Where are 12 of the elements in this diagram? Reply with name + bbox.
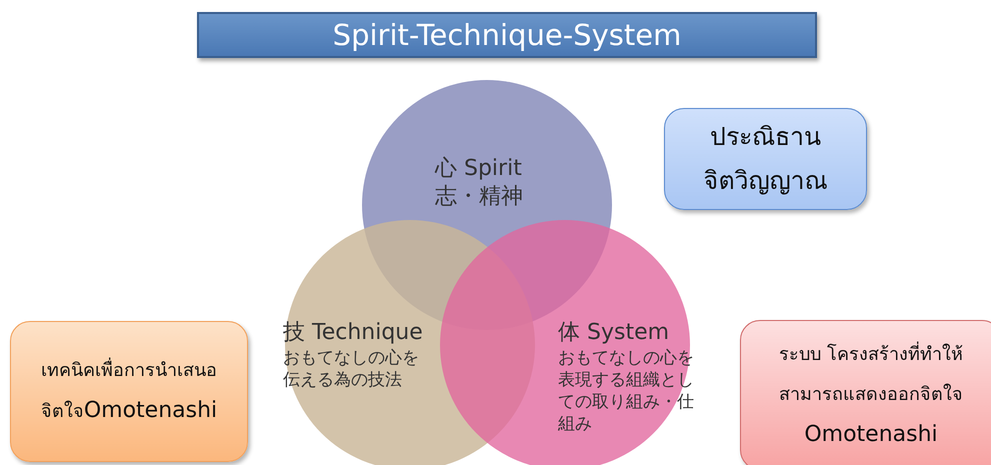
text-box <box>664 108 867 210</box>
circle-heading: 心 Spirit <box>435 155 522 183</box>
circle-text: おもてなしの心を伝える為の技法 <box>283 347 420 391</box>
box-text: ประณิธาน จิตวิญญาณ <box>703 121 828 197</box>
title-banner: Spirit-Technique-System <box>197 12 817 58</box>
circle-heading: 技 Technique <box>283 319 423 347</box>
text-box <box>740 320 991 465</box>
text-box <box>10 321 248 462</box>
circle-heading: 体 System <box>558 319 670 347</box>
circle-text: 志・精神 <box>435 183 524 210</box>
box-text: ระบบ โครงสร้างที่ทำให้ สามารถแสดงออกจิตใจ Omotenashi <box>778 340 964 448</box>
box-text: เทคนิคเพื่อการนำเสนอ จิตใจOmotenashi <box>22 351 236 432</box>
